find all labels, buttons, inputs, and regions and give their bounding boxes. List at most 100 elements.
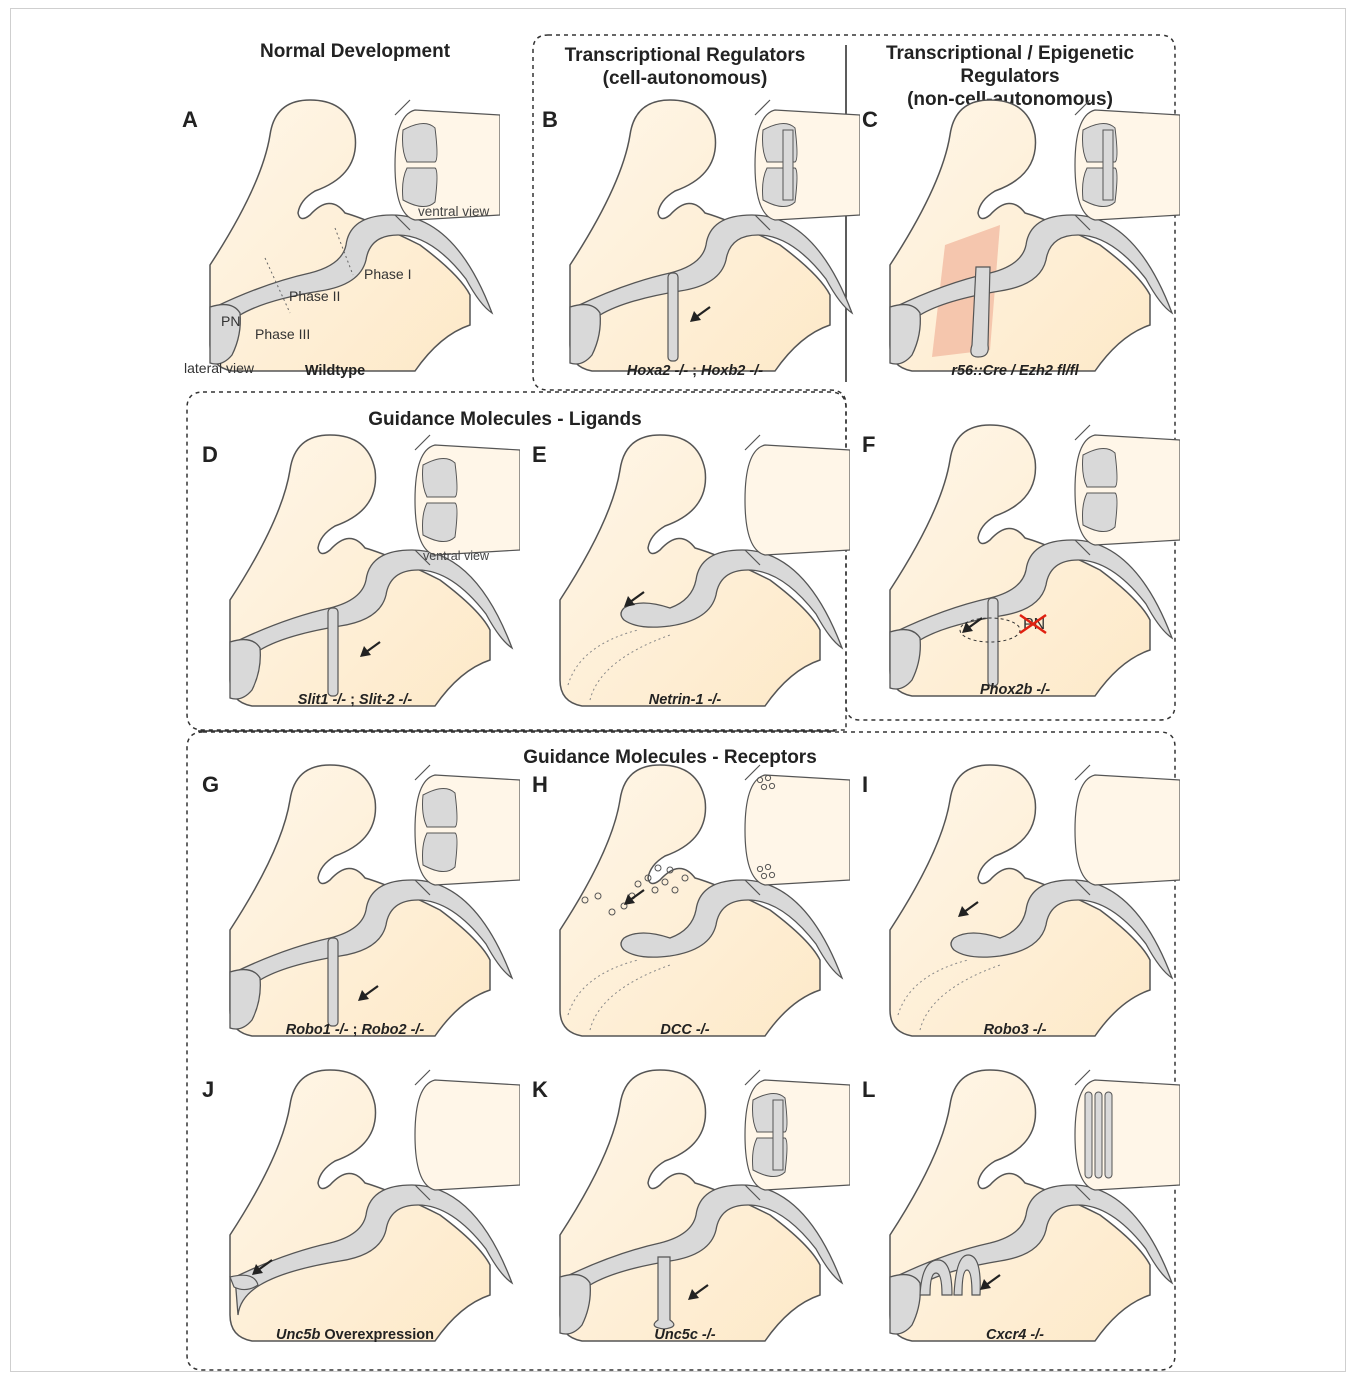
ventral-view-inset	[1075, 1070, 1180, 1200]
panel-drawing	[850, 95, 1180, 395]
panel-caption: Phox2b -/-	[850, 682, 1180, 698]
caption-part: Unc5b	[276, 1327, 320, 1343]
panel-k: K Unc5c -/-	[520, 1065, 850, 1365]
ventral-view-inset	[415, 765, 520, 895]
lateral-view-label: lateral view	[184, 360, 254, 376]
panel-letter: G	[202, 772, 219, 798]
ventral-ectopic-stream	[1103, 130, 1113, 200]
panel-drawing	[520, 760, 850, 1060]
caption-part: r56::Cre / Ezh2 fl/fl	[951, 363, 1078, 379]
section-title-transcriptional: Transcriptional Regulators (cell-autonom…	[540, 44, 830, 90]
caption-part: Netrin-1 -/-	[649, 692, 722, 708]
ventral-view-inset	[415, 1070, 520, 1200]
caption-part: Hoxb2 -/-	[701, 363, 763, 379]
pn-label: PN	[221, 313, 240, 329]
panel-drawing	[170, 95, 500, 395]
ventral-ectopic-stream	[783, 130, 793, 200]
panel-b: B Hoxa2 -/- ; Hoxb2 -/-	[530, 95, 860, 395]
panel-letter: H	[532, 772, 548, 798]
panel-letter: E	[532, 442, 547, 468]
panel-letter: F	[862, 432, 875, 458]
panel-letter: A	[182, 107, 198, 133]
phase-1-label: Phase I	[364, 266, 411, 282]
panel-drawing	[190, 430, 520, 730]
panel-drawing: PN	[850, 420, 1180, 720]
phase-3-label: Phase III	[255, 326, 310, 342]
panel-letter: B	[542, 107, 558, 133]
caption-part: Phox2b -/-	[980, 682, 1050, 698]
panel-l: L Cxcr4 -/-	[850, 1065, 1180, 1365]
ventral-ectopic-stream	[1095, 1092, 1102, 1178]
caption-part: ;	[688, 363, 701, 379]
caption-part: Cxcr4 -/-	[986, 1327, 1044, 1343]
caption-part: Overexpression	[320, 1327, 434, 1343]
section-title-ligands: Guidance Molecules - Ligands	[355, 408, 655, 431]
ectopic-stream	[328, 608, 338, 696]
panel-drawing	[850, 1065, 1180, 1365]
caption-part: Robo1 -/-	[286, 1022, 349, 1038]
ventral-tissue	[415, 1080, 520, 1190]
panel-letter: D	[202, 442, 218, 468]
panel-letter: L	[862, 1077, 875, 1103]
panel-drawing	[520, 430, 850, 730]
panel-caption: DCC -/-	[520, 1022, 850, 1038]
ventral-ectopic-stream	[1085, 1092, 1092, 1178]
panel-a: A Wildtype	[170, 95, 500, 395]
ventral-view-inset	[745, 435, 850, 565]
ventral-ectopic-stream	[773, 1100, 783, 1170]
panel-e: E Netrin-1 -/-	[520, 430, 850, 730]
caption-part: ;	[349, 1022, 362, 1038]
panel-drawing	[520, 1065, 850, 1365]
caption-part: Slit1 -/-	[298, 692, 346, 708]
ventral-view-inset	[1075, 765, 1180, 895]
section-title-normal: Normal Development	[215, 40, 495, 63]
panel-letter: J	[202, 1077, 214, 1103]
ventral-tissue	[745, 775, 850, 885]
panel-drawing	[850, 760, 1180, 1060]
phase-2-label: Phase II	[289, 288, 340, 304]
panel-drawing	[190, 1065, 520, 1365]
panel-letter: C	[862, 107, 878, 133]
panel-caption: Robo1 -/- ; Robo2 -/-	[190, 1022, 520, 1038]
panel-caption: r56::Cre / Ezh2 fl/fl	[850, 363, 1180, 379]
ventral-tissue	[1075, 775, 1180, 885]
ectopic-stream	[668, 273, 678, 361]
panel-caption: Unc5c -/-	[520, 1327, 850, 1343]
ventral-view-inset	[755, 100, 860, 230]
ventral-view-label-a: ventral view	[418, 204, 489, 219]
scattered-cell	[655, 865, 661, 871]
caption-part: Slit-2 -/-	[359, 692, 412, 708]
panel-caption: Cxcr4 -/-	[850, 1327, 1180, 1343]
panel-caption: Slit1 -/- ; Slit-2 -/-	[190, 692, 520, 708]
caption-part: Hoxa2 -/-	[627, 363, 688, 379]
caption-part: Robo2 -/-	[361, 1022, 424, 1038]
panel-drawing	[530, 95, 860, 395]
caption-part: Wildtype	[305, 363, 365, 379]
ventral-view-inset	[745, 765, 850, 895]
panel-caption: Netrin-1 -/-	[520, 692, 850, 708]
ventral-view-inset	[1075, 100, 1180, 230]
caption-part: Robo3 -/-	[984, 1022, 1047, 1038]
panel-letter: K	[532, 1077, 548, 1103]
ventral-view-label-d: ventral view	[423, 549, 489, 563]
caption-part: Unc5c -/-	[654, 1327, 715, 1343]
caption-part: ;	[346, 692, 359, 708]
panel-caption: Unc5b Overexpression	[190, 1327, 520, 1343]
ectopic-stream	[328, 938, 338, 1026]
panel-d: D Slit1 -/- ; Slit-2 -/-	[190, 430, 520, 730]
panel-g: G Robo1 -/- ; Robo2 -/-	[190, 760, 520, 1060]
ventral-view-inset	[1075, 425, 1180, 555]
panel-drawing	[190, 760, 520, 1060]
panel-caption: Robo3 -/-	[850, 1022, 1180, 1038]
ventral-ectopic-stream	[1105, 1092, 1112, 1178]
panel-f: PNF Phox2b -/-	[850, 420, 1180, 720]
ventral-view-inset	[415, 435, 520, 565]
panel-caption: Hoxa2 -/- ; Hoxb2 -/-	[530, 363, 860, 379]
panel-h: H DCC -/-	[520, 760, 850, 1060]
panel-i: I Robo3 -/-	[850, 760, 1180, 1060]
ventral-tissue	[745, 445, 850, 555]
panel-j: J Unc5b Overexpression	[190, 1065, 520, 1365]
caption-part: DCC -/-	[660, 1022, 709, 1038]
panel-letter: I	[862, 772, 868, 798]
